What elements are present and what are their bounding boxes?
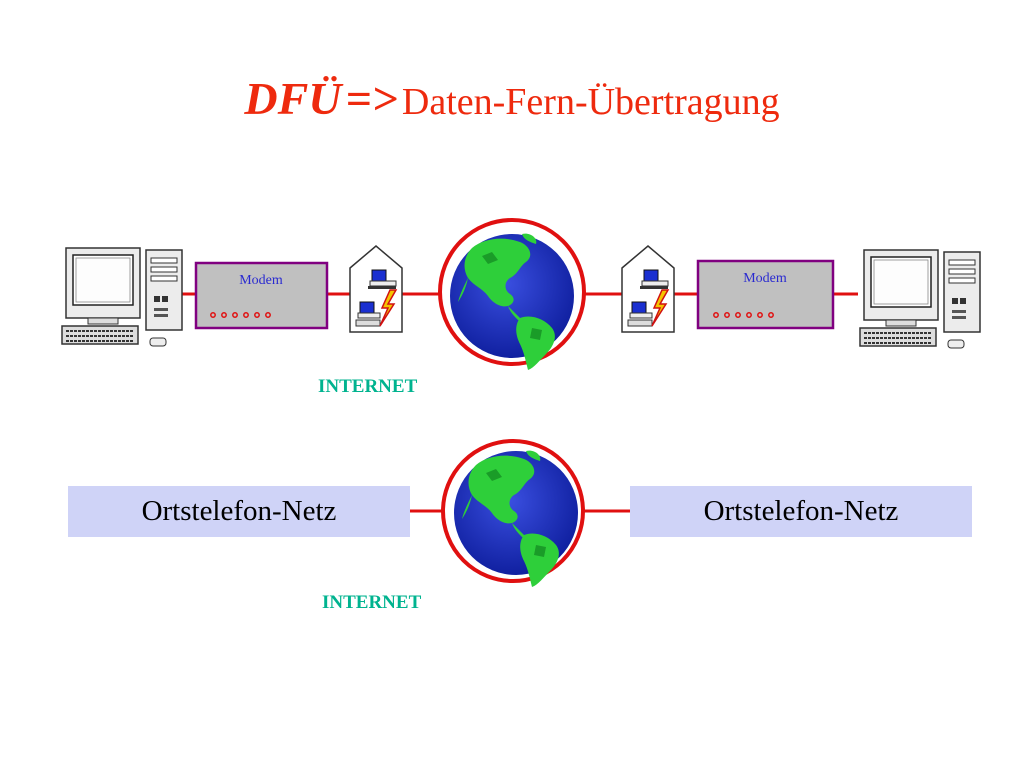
internet-globe-icon-bottom	[441, 439, 585, 587]
slide-title: DFÜ => Daten-Fern-Übertragung	[0, 72, 1024, 125]
left-modem-leds	[210, 312, 271, 318]
right-modem-label: Modem	[743, 271, 787, 286]
left-modem-label: Modem	[239, 273, 283, 288]
left-local-phone-network-box: Ortstelefon-Netz	[68, 486, 410, 537]
title-abbreviation: DFÜ	[244, 73, 342, 124]
bottom-internet-label: INTERNET	[322, 592, 422, 613]
left-exchange-building-icon	[349, 245, 403, 333]
internet-globe-icon	[438, 218, 586, 370]
left-computer-icon	[61, 247, 183, 347]
left-modem: Modem	[194, 261, 329, 330]
top-internet-label: INTERNET	[318, 376, 418, 397]
right-modem: Modem	[696, 259, 835, 330]
title-full-text: Daten-Fern-Übertragung	[401, 81, 780, 123]
right-modem-leds	[713, 312, 774, 318]
right-local-phone-network-box: Ortstelefon-Netz	[630, 486, 972, 537]
right-exchange-building-icon	[621, 245, 675, 333]
title-arrow: =>	[345, 73, 398, 124]
right-computer-icon	[859, 249, 981, 349]
